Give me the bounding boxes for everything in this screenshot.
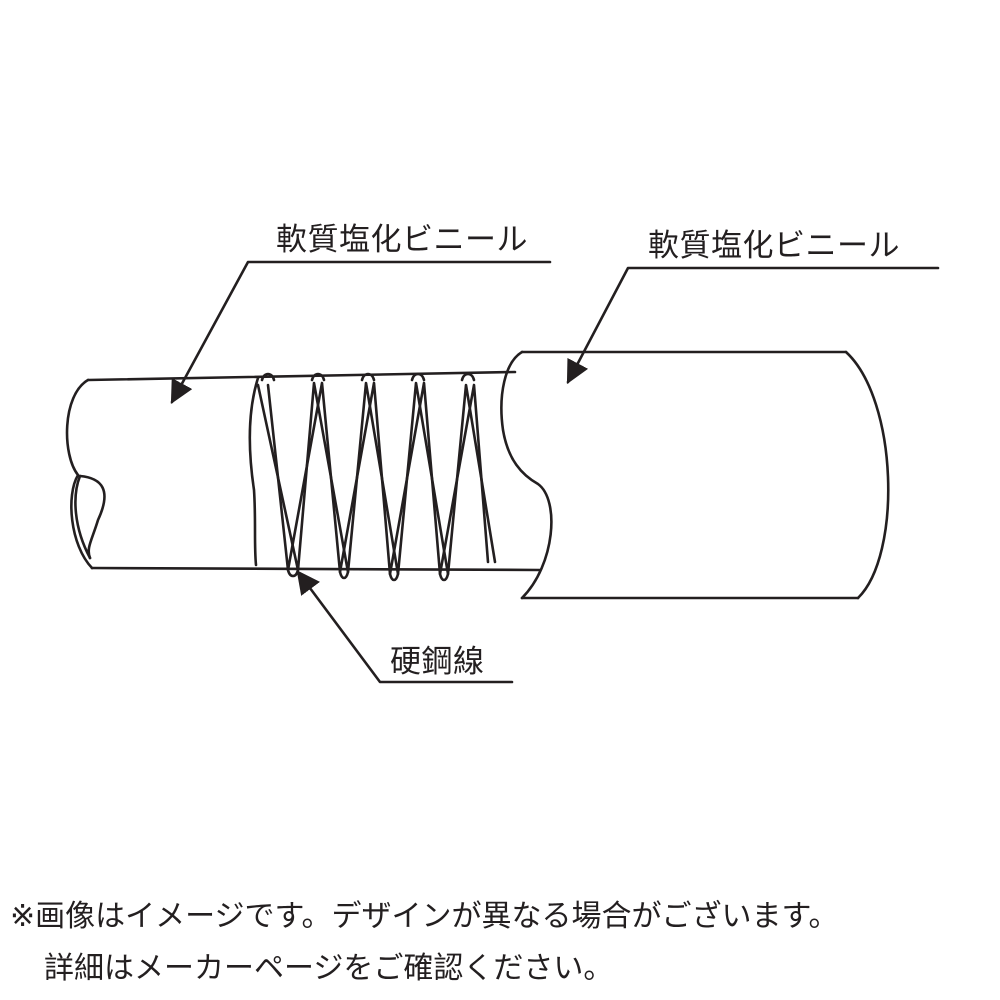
leader-left	[170, 260, 552, 405]
label-steel-wire: 硬鋼線	[390, 644, 485, 680]
leader-wire	[296, 570, 514, 684]
outer-cover	[500, 350, 890, 600]
label-outer-material-left: 軟質塩化ビニール	[276, 222, 528, 258]
steel-wire-spiral	[248, 372, 497, 582]
disclaimer-line-1: ※画像はイメージです。デザインが異なる場合がございます。	[10, 899, 839, 934]
disclaimer-line-2: 詳細はメーカーページをご確認ください。	[44, 951, 614, 986]
label-outer-material-right: 軟質塩化ビニール	[648, 228, 900, 264]
leader-right	[566, 266, 940, 385]
inner-tube	[65, 370, 542, 572]
